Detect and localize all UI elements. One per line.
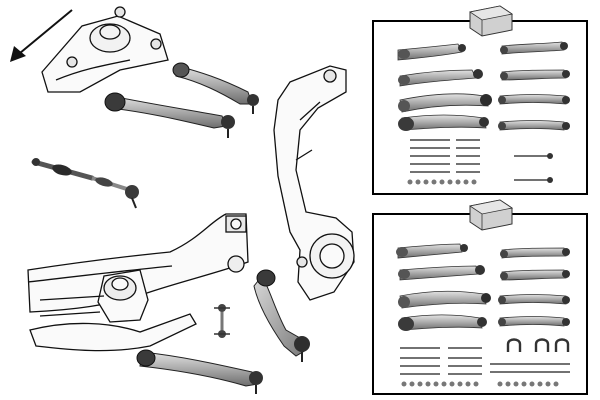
kit-box-top [372,5,588,195]
kit-bottom-arm-1 [396,243,468,259]
kit-top-arm-6 [500,69,570,81]
front-of-vehicle-arrow-icon [10,9,73,62]
kit-box-bottom [372,199,588,395]
lower-control-arm-bottom [136,349,263,394]
kit-bottom-arm-2 [398,265,485,281]
strut-mount-line-art [41,6,169,93]
kit-top-arm-1 [397,43,466,61]
kit-bottom-arm-5 [500,247,570,259]
kit-bottom-arm-3 [398,290,491,309]
kit-bottom-hardware [400,347,570,375]
kit-top-arm-7 [498,94,570,105]
kit-top-arm-4 [398,114,489,131]
kit-bottom-stabilizer-links [506,338,570,352]
kit-bottom-arm-7 [498,294,570,305]
tie-rod-assembly [31,158,139,209]
kit-top-arm-3 [398,93,492,113]
package-box-icon [468,5,514,37]
kit-bottom-nuts [401,381,559,387]
kit-top-arm-2 [398,69,483,87]
upper-control-arm-front [172,62,259,114]
package-box-icon [468,199,514,231]
kit-bottom-arm-8 [498,316,570,327]
kit-top-arm-8 [498,120,570,131]
lower-wishbone-line-art [39,269,149,323]
upper-control-arm-rear [104,92,235,138]
guide-control-arm [253,269,310,362]
kit-top-arm-5 [500,41,568,55]
subframe-line-art [27,213,249,352]
wheel-knuckle-line-art [273,65,355,301]
stabilizer-link [214,304,230,338]
kit-bottom-arm-6 [500,269,570,281]
kit-top-hardware [410,139,548,181]
kit-top-nuts [407,153,553,185]
kit-bottom-arm-4 [398,314,487,331]
